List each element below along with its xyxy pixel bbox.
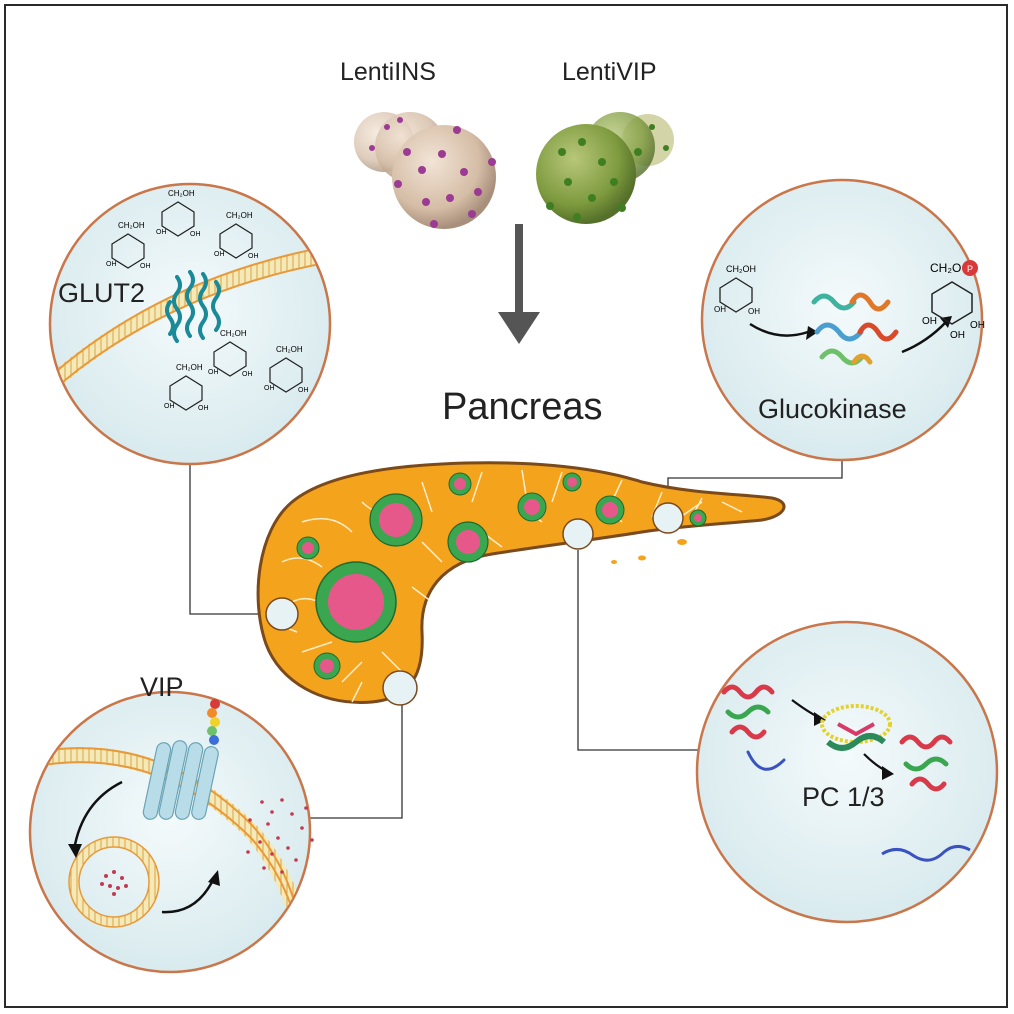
- figure-frame: CH₂OH OH OH CH₂OH OH OH CH₂OH OH OH CH₂OH OH OH …: [4, 4, 1008, 1008]
- svg-text:CH₂O: CH₂O: [930, 261, 961, 275]
- down-arrow-icon: [498, 224, 540, 344]
- svg-text:OH: OH: [198, 405, 209, 412]
- secretory-vesicle: [68, 836, 160, 928]
- svg-text:CH₂OH: CH₂OH: [220, 329, 247, 338]
- glucose-molecule: CH₂OH OH OH: [264, 345, 309, 394]
- glucose-molecule: CH₂OH OH OH: [208, 329, 253, 378]
- islet: [313, 652, 341, 680]
- islet: [447, 521, 489, 563]
- label-lentivip: LentiVIP: [562, 58, 657, 86]
- zoom-vip: [28, 690, 314, 974]
- reaction-arrow-icon: [901, 321, 947, 354]
- released-vip-particles: [246, 798, 314, 874]
- islets: [296, 472, 707, 680]
- svg-text:OH: OH: [264, 385, 275, 392]
- islet: [517, 492, 547, 522]
- connector-pc13: [577, 550, 700, 751]
- label-vip: VIP: [140, 672, 184, 702]
- svg-text:OH: OH: [214, 251, 225, 258]
- zoom-pc13: [695, 620, 999, 924]
- glucose-molecule: CH₂OH OH OH: [714, 264, 760, 316]
- glut2-protein-icon: [165, 270, 221, 343]
- zoom-spot-vip: [382, 670, 418, 706]
- svg-text:CH₂OH: CH₂OH: [226, 211, 253, 220]
- vip-receptor-icon: [142, 740, 219, 820]
- svg-text:OH: OH: [922, 316, 937, 327]
- islet: [296, 536, 320, 560]
- pancreas-organ: [256, 461, 786, 706]
- c-peptide-icon: [881, 845, 971, 862]
- svg-text:CH₂OH: CH₂OH: [168, 189, 195, 198]
- svg-text:OH: OH: [242, 371, 253, 378]
- glucose-molecule: CH₂OH OH OH: [164, 363, 209, 412]
- islet-large: [315, 561, 397, 643]
- zoom-spot-pc13: [562, 518, 594, 550]
- svg-text:OH: OH: [298, 387, 309, 394]
- svg-text:CH₂OH: CH₂OH: [176, 363, 203, 372]
- svg-text:OH: OH: [140, 263, 151, 270]
- svg-text:OH: OH: [106, 261, 117, 268]
- vip-peptide-icon: [207, 699, 220, 745]
- islet: [595, 495, 625, 525]
- svg-text:OH: OH: [970, 320, 985, 331]
- virus-spikes: [369, 117, 496, 228]
- svg-text:OH: OH: [164, 403, 175, 410]
- connector-glut2: [189, 464, 266, 615]
- insulin-ribbon-icon: [899, 734, 953, 792]
- svg-text:CH₂OH: CH₂OH: [276, 345, 303, 354]
- diagram-canvas: CH₂OH OH OH CH₂OH OH OH CH₂OH OH OH CH₂OH OH OH …: [28, 112, 999, 974]
- connector-vip: [308, 692, 403, 819]
- islet: [562, 472, 582, 492]
- zoom-spots: [265, 502, 684, 706]
- zoom-glucokinase: CH₂OH OH OH CH₂O P OH OH OH: [700, 178, 985, 462]
- svg-text:OH: OH: [748, 307, 760, 316]
- svg-text:OH: OH: [156, 229, 167, 236]
- svg-text:P: P: [967, 264, 973, 274]
- glucose-molecule: CH₂OH OH OH: [156, 189, 201, 238]
- label-glut2: GLUT2: [58, 278, 146, 308]
- svg-text:OH: OH: [208, 369, 219, 376]
- reaction-arrow-icon: [749, 322, 809, 337]
- lenti-vip-virus-cluster: [536, 112, 674, 224]
- cell-membrane: [51, 244, 329, 398]
- lenti-ins-virus-cluster: [354, 112, 496, 229]
- svg-text:CH₂OH: CH₂OH: [118, 221, 145, 230]
- virus-spikes: [546, 124, 669, 221]
- connector-lines: [189, 460, 843, 819]
- pc13-enzyme-icon: [820, 704, 892, 751]
- islet: [689, 509, 707, 527]
- label-pancreas: Pancreas: [442, 386, 603, 428]
- label-lentiins: LentiINS: [340, 58, 436, 86]
- glucokinase-enzyme-icon: [811, 292, 899, 366]
- glucose-6-phosphate-molecule: CH₂O P OH OH OH: [922, 260, 985, 341]
- label-glucokinase: Glucokinase: [758, 394, 907, 424]
- duct-droplets: [611, 539, 687, 564]
- glucose-molecule: CH₂OH OH OH: [214, 211, 259, 260]
- svg-text:OH: OH: [714, 305, 726, 314]
- svg-text:OH: OH: [248, 253, 259, 260]
- svg-text:OH: OH: [950, 330, 965, 341]
- glucose-molecule: CH₂OH OH OH: [106, 221, 151, 270]
- virus-particle: [392, 125, 496, 229]
- islet: [369, 493, 423, 547]
- cycle-arrow-icon: [161, 877, 216, 914]
- label-pc13: PC 1/3: [802, 782, 885, 812]
- svg-text:OH: OH: [190, 231, 201, 238]
- zoom-spot-glucokinase: [652, 502, 684, 534]
- islet: [448, 472, 472, 496]
- svg-text:CH₂OH: CH₂OH: [726, 264, 756, 274]
- proinsulin-ribbon-icon: [721, 684, 786, 771]
- cycle-arrow-icon: [72, 780, 123, 851]
- zoom-spot-glut2: [265, 597, 299, 631]
